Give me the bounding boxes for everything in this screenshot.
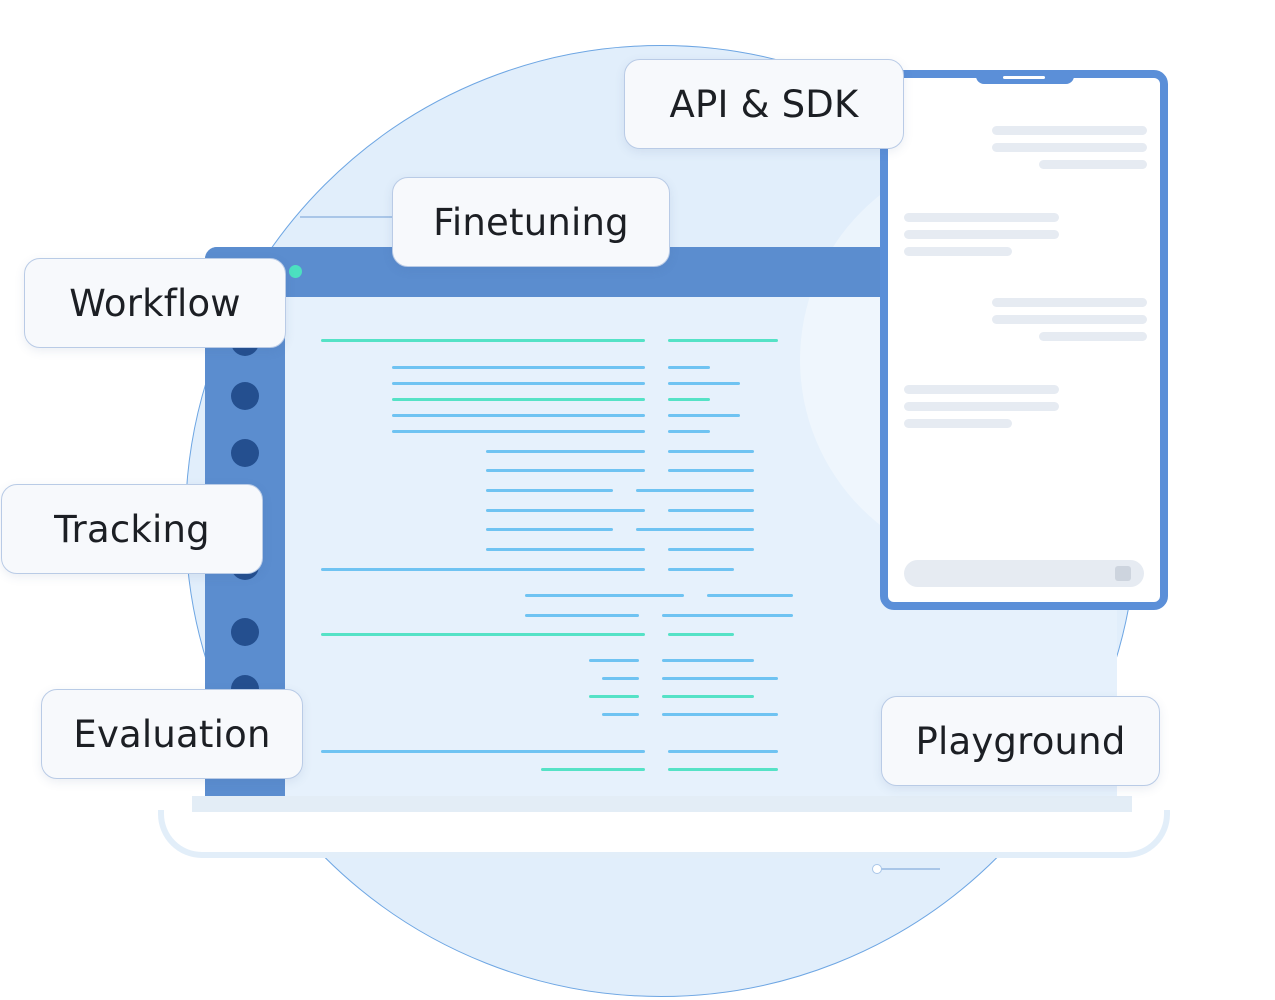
chip-api-sdk[interactable]: API & SDK <box>624 59 904 149</box>
chip-evaluation[interactable]: Evaluation <box>41 689 303 779</box>
code-line <box>321 633 645 636</box>
send-icon <box>1115 566 1131 581</box>
code-line <box>668 430 710 433</box>
chip-workflow[interactable]: Workflow <box>24 258 286 348</box>
code-line <box>486 469 645 472</box>
code-line <box>668 633 734 636</box>
connector-node <box>872 864 882 874</box>
chat-message-line <box>992 143 1147 152</box>
code-line <box>668 414 740 417</box>
chat-message-line <box>904 213 1059 222</box>
code-line <box>662 713 778 716</box>
sidebar-nav-dot <box>231 382 259 410</box>
chat-message-line <box>904 247 1012 256</box>
code-line <box>662 695 754 698</box>
code-line <box>589 659 639 662</box>
code-line <box>321 568 645 571</box>
code-line <box>486 489 613 492</box>
code-line <box>668 366 710 369</box>
code-line <box>486 450 645 453</box>
window-status-dot <box>289 265 302 278</box>
code-line <box>668 568 734 571</box>
code-line <box>668 469 754 472</box>
code-line <box>602 677 639 680</box>
code-line <box>662 659 754 662</box>
code-line <box>541 768 645 771</box>
chat-message-line <box>992 315 1147 324</box>
code-line <box>486 548 645 551</box>
code-line <box>668 750 778 753</box>
code-line <box>707 594 793 597</box>
code-line <box>668 382 740 385</box>
code-line <box>668 339 778 342</box>
sidebar-nav-dot <box>231 618 259 646</box>
connector-line <box>300 216 392 218</box>
code-line <box>392 430 645 433</box>
chip-playground[interactable]: Playground <box>881 696 1160 786</box>
chat-message-line <box>1039 160 1147 169</box>
code-line <box>392 414 645 417</box>
chat-message-line <box>904 230 1059 239</box>
phone-chat-input <box>904 560 1144 587</box>
sidebar-nav-dot <box>231 439 259 467</box>
code-line <box>392 366 645 369</box>
code-line <box>602 713 639 716</box>
chat-message-line <box>1039 332 1147 341</box>
phone-speaker <box>1003 76 1045 79</box>
code-line <box>525 594 684 597</box>
code-line <box>662 614 793 617</box>
laptop-hinge <box>192 796 1132 812</box>
chat-message-line <box>904 419 1012 428</box>
code-line <box>636 489 754 492</box>
chat-message-line <box>992 298 1147 307</box>
code-line <box>486 509 645 512</box>
code-line <box>392 398 645 401</box>
chat-message-line <box>992 126 1147 135</box>
chat-message-line <box>904 402 1059 411</box>
connector-line <box>880 868 940 870</box>
code-line <box>486 528 613 531</box>
code-line <box>636 528 754 531</box>
code-line <box>321 339 645 342</box>
code-line <box>589 695 639 698</box>
chip-finetuning[interactable]: Finetuning <box>392 177 670 267</box>
code-line <box>662 677 778 680</box>
code-line <box>668 450 754 453</box>
code-line <box>525 614 639 617</box>
laptop-base <box>158 810 1170 858</box>
code-line <box>668 398 710 401</box>
code-line <box>668 548 754 551</box>
chip-tracking[interactable]: Tracking <box>1 484 263 574</box>
code-line <box>668 509 754 512</box>
code-line <box>392 382 645 385</box>
code-line <box>321 750 645 753</box>
code-line <box>668 768 778 771</box>
chat-message-line <box>904 385 1059 394</box>
